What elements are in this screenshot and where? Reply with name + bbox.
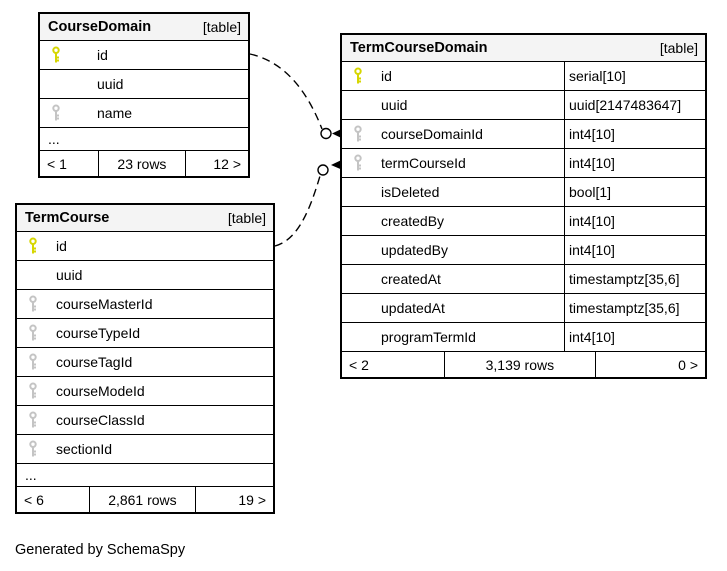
- column-name: updatedAt: [381, 300, 445, 316]
- column-name: termCourseId: [381, 155, 466, 171]
- column-row-courseTypeId: courseTypeId: [17, 319, 273, 348]
- table-footer: < 1 23 rows 12 >: [40, 151, 248, 176]
- column-name: uuid: [381, 97, 408, 113]
- table-header[interactable]: CourseDomain [table]: [40, 14, 248, 41]
- column-list: id uuid name...: [40, 41, 248, 151]
- column-name: createdBy: [381, 213, 445, 229]
- column-type: uuid[2147483647]: [564, 91, 705, 119]
- parent-count: < 2: [349, 356, 369, 373]
- row-count: 3,139 rows: [443, 352, 597, 377]
- column-row-courseDomainId: courseDomainId int4[10]: [342, 120, 705, 149]
- parent-count: < 1: [47, 155, 67, 172]
- column-row-sectionId: sectionId: [17, 435, 273, 464]
- column-name: id: [381, 68, 392, 84]
- relationship-curve-coursedomain-termcoursedomain: [249, 53, 323, 130]
- column-type: int4[10]: [564, 236, 705, 264]
- foreign-key-icon: [353, 154, 373, 172]
- column-type: serial[10]: [564, 62, 705, 90]
- child-count: 0 >: [678, 356, 698, 373]
- relationship-circle-terminator: [320, 127, 332, 140]
- column-name: sectionId: [56, 441, 113, 457]
- table-footer: < 6 2,861 rows 19 >: [17, 487, 273, 512]
- table-type-badge: [table]: [227, 210, 266, 226]
- column-row-id: id: [17, 232, 273, 261]
- table-header[interactable]: TermCourseDomain [table]: [342, 35, 705, 62]
- column-name: programTermId: [381, 329, 476, 345]
- column-name: id: [56, 238, 67, 254]
- column-name: id: [97, 47, 108, 63]
- column-name: createdAt: [381, 271, 441, 287]
- column-row-uuid: uuid uuid[2147483647]: [342, 91, 705, 120]
- column-name: courseMasterId: [56, 296, 153, 312]
- column-row-courseClassId: courseClassId: [17, 406, 273, 435]
- column-type: int4[10]: [564, 149, 705, 177]
- table-type-badge: [table]: [202, 19, 241, 35]
- column-type: bool[1]: [564, 178, 705, 206]
- row-count: 23 rows: [98, 151, 186, 176]
- column-row-courseMasterId: courseMasterId: [17, 290, 273, 319]
- column-type: int4[10]: [564, 323, 705, 351]
- column-name: courseTypeId: [56, 325, 141, 341]
- table-coursedomain[interactable]: CourseDomain [table] id uuid name... < 1 2…: [38, 12, 250, 178]
- column-row-createdAt: createdAt timestamptz[35,6]: [342, 265, 705, 294]
- more-columns-ellipsis: ...: [17, 464, 273, 487]
- column-row-id: id serial[10]: [342, 62, 705, 91]
- relationship-circle-terminator: [317, 164, 329, 176]
- generated-by-note: Generated by SchemaSpy: [15, 542, 186, 558]
- column-name: updatedBy: [381, 242, 448, 258]
- table-title[interactable]: CourseDomain: [48, 19, 152, 35]
- column-row-name: name: [40, 99, 248, 128]
- column-row-isDeleted: isDeleted bool[1]: [342, 178, 705, 207]
- foreign-key-icon: [353, 125, 373, 143]
- column-list: id uuid courseMasterId courseTypeId courseTa…: [17, 232, 273, 487]
- foreign-key-icon: [28, 295, 48, 313]
- table-title[interactable]: TermCourseDomain: [350, 40, 488, 56]
- parent-count: < 6: [24, 491, 44, 508]
- column-name: name: [97, 105, 133, 121]
- relationship-curve-termcourse-termcoursedomain: [274, 175, 321, 247]
- column-row-courseTagId: courseTagId: [17, 348, 273, 377]
- column-row-uuid: uuid: [40, 70, 248, 99]
- row-count: 2,861 rows: [88, 487, 197, 512]
- column-row-courseModeId: courseModeId: [17, 377, 273, 406]
- column-name: courseClassId: [56, 412, 145, 428]
- column-name: uuid: [56, 267, 83, 283]
- column-row-createdBy: createdBy int4[10]: [342, 207, 705, 236]
- table-header[interactable]: TermCourse [table]: [17, 205, 273, 232]
- column-type: timestamptz[35,6]: [564, 294, 705, 322]
- table-footer: < 2 3,139 rows 0 >: [342, 352, 705, 377]
- column-row-termCourseId: termCourseId int4[10]: [342, 149, 705, 178]
- column-type: int4[10]: [564, 207, 705, 235]
- column-name: uuid: [97, 76, 124, 92]
- foreign-key-icon: [28, 440, 48, 458]
- foreign-key-icon: [28, 353, 48, 371]
- child-count: 12 >: [213, 155, 241, 172]
- column-type: int4[10]: [564, 120, 705, 148]
- column-row-programTermId: programTermId int4[10]: [342, 323, 705, 352]
- table-type-badge: [table]: [659, 40, 698, 56]
- foreign-key-icon: [51, 104, 71, 122]
- column-name: courseDomainId: [381, 126, 483, 142]
- foreign-key-icon: [28, 411, 48, 429]
- column-row-updatedBy: updatedBy int4[10]: [342, 236, 705, 265]
- table-termcourse[interactable]: TermCourse [table] id uuid courseMasterId c…: [15, 203, 275, 514]
- column-name: courseModeId: [56, 383, 145, 399]
- child-count: 19 >: [238, 491, 266, 508]
- foreign-key-icon: [28, 324, 48, 342]
- column-row-updatedAt: updatedAt timestamptz[35,6]: [342, 294, 705, 323]
- table-title[interactable]: TermCourse: [25, 210, 110, 226]
- column-row-id: id: [40, 41, 248, 70]
- primary-key-icon: [28, 237, 48, 255]
- primary-key-icon: [51, 46, 71, 64]
- column-name: isDeleted: [381, 184, 440, 200]
- column-name: courseTagId: [56, 354, 133, 370]
- primary-key-icon: [353, 67, 373, 85]
- foreign-key-icon: [28, 382, 48, 400]
- more-columns-ellipsis: ...: [40, 128, 248, 151]
- column-row-uuid: uuid: [17, 261, 273, 290]
- column-type: timestamptz[35,6]: [564, 265, 705, 293]
